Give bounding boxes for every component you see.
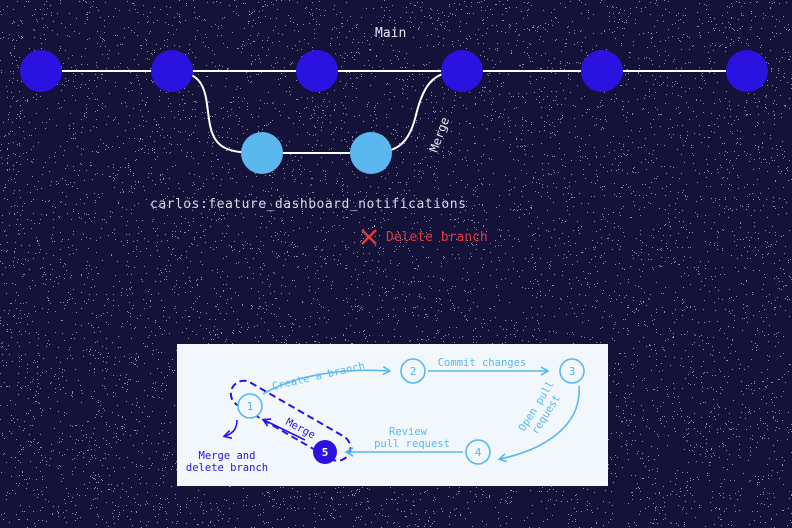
branch-out-line xyxy=(171,70,263,154)
merge-highlight-capsule xyxy=(229,379,352,462)
arrow-3-to-4 xyxy=(497,385,580,463)
main-commit xyxy=(581,50,623,92)
main-commit xyxy=(296,50,338,92)
step-5-number: 5 xyxy=(322,446,329,459)
arrow-1-to-2 xyxy=(262,365,392,395)
feature-commit xyxy=(241,132,283,174)
step-4-label-line2: pull request xyxy=(374,438,450,450)
step-4: 4 xyxy=(465,439,491,465)
step-4-label-line1: Review xyxy=(389,426,428,438)
step-2-number: 2 xyxy=(410,365,417,378)
feature-commit xyxy=(350,132,392,174)
step-1-number: 1 xyxy=(247,400,254,413)
merge-label: Merge xyxy=(427,115,453,154)
arrow-5-to-1 xyxy=(261,418,306,441)
feature-branch-name: carlos:feature_dashboard_notifications xyxy=(150,197,467,212)
git-branch-graph: Merge xyxy=(20,50,768,174)
arrow-1-to-end xyxy=(222,419,238,439)
main-commit xyxy=(20,50,62,92)
step-4-number: 4 xyxy=(475,446,482,459)
x-icon xyxy=(361,229,377,245)
main-commit xyxy=(441,50,483,92)
step-2: 2 xyxy=(400,358,426,384)
final-label-line2: delete branch xyxy=(186,462,268,474)
step-3-number: 3 xyxy=(569,365,576,378)
step-1-label: Create a branch xyxy=(271,360,366,393)
final-label-line1: Merge and xyxy=(199,450,256,462)
github-flow-panel: 1 2 3 4 5 Create a branch Commit changes… xyxy=(177,344,608,486)
delete-branch-button[interactable]: Delete branch xyxy=(360,228,488,246)
step-2-label: Commit changes xyxy=(438,357,527,369)
main-commit xyxy=(726,50,768,92)
delete-branch-label: Delete branch xyxy=(386,229,488,245)
step-5: 5 xyxy=(313,440,337,464)
step-3: 3 xyxy=(559,358,585,384)
step-1: 1 xyxy=(237,393,263,419)
main-commit xyxy=(151,50,193,92)
main-branch-label: Main xyxy=(375,26,407,41)
github-flow-diagram: 1 2 3 4 5 Create a branch Commit changes… xyxy=(186,357,585,474)
